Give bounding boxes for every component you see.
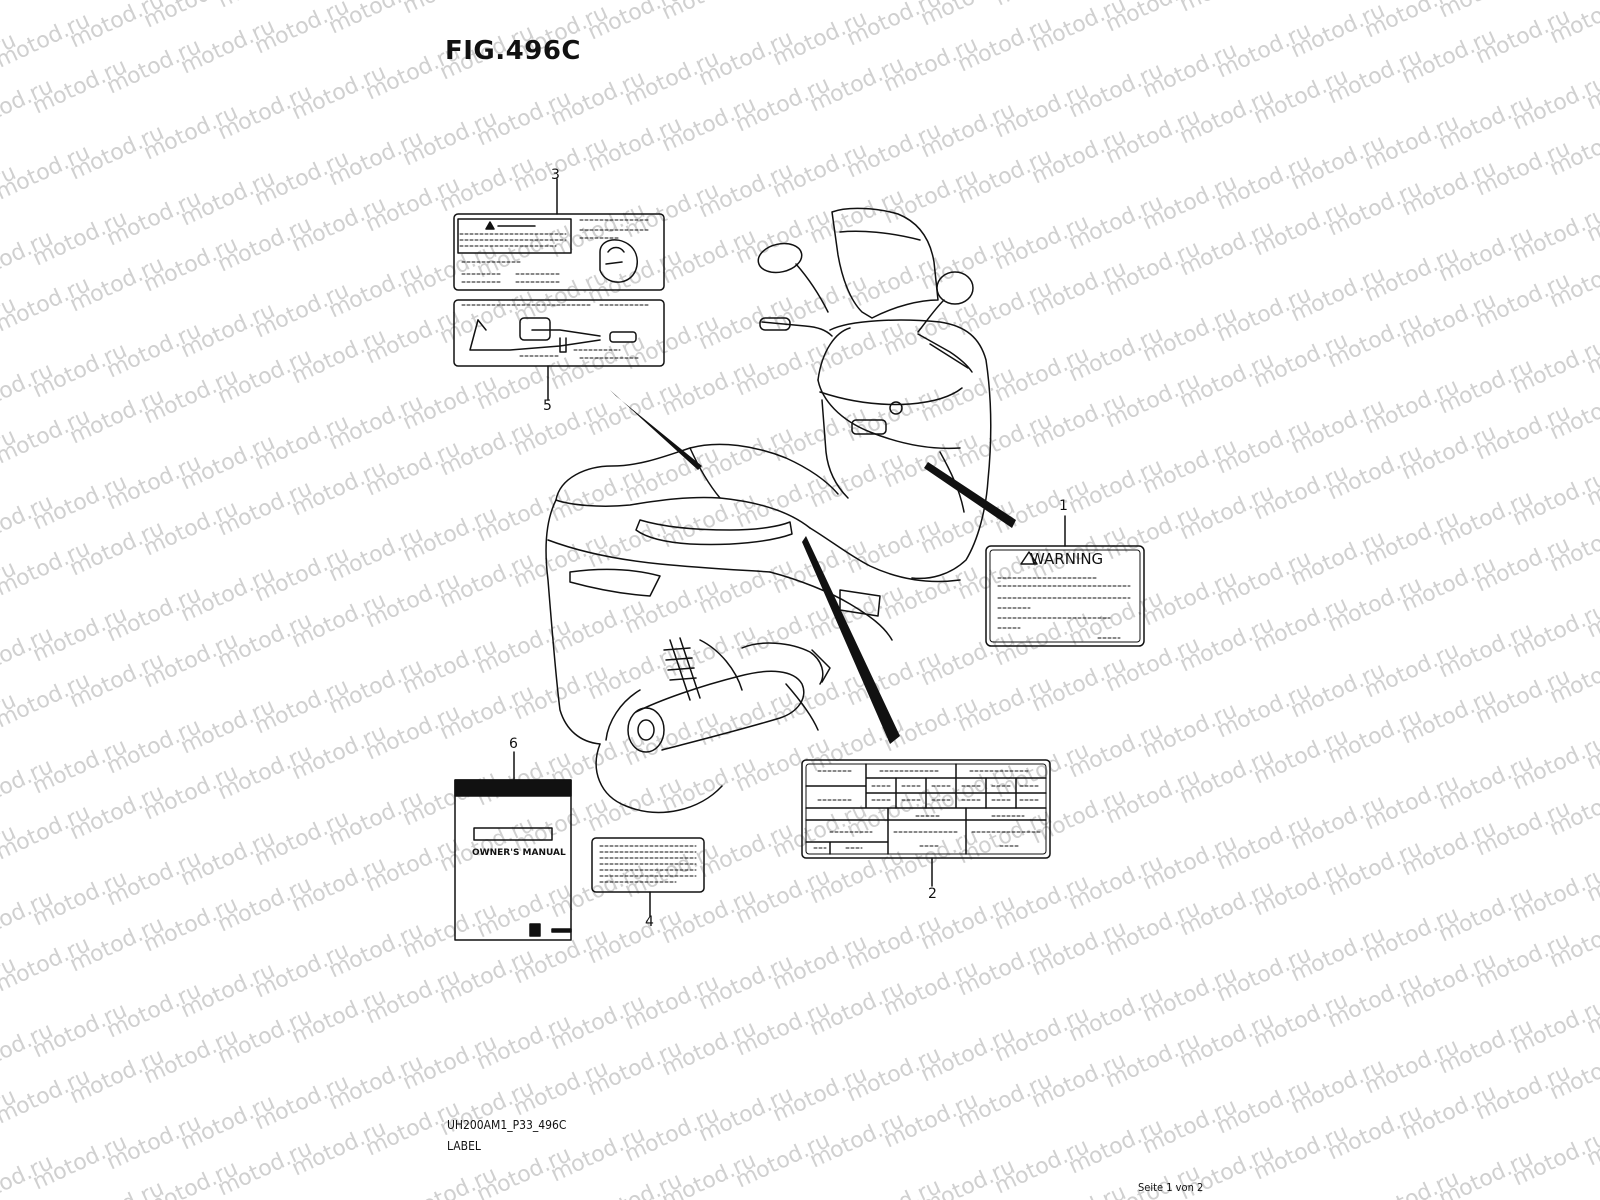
label-3-drawing [453,213,665,291]
owners-manual-text: OWNER'S MANUAL [472,848,566,858]
figure-code: UH200AM1_P33_496C [447,1118,567,1132]
figure-caption: LABEL [447,1139,481,1153]
figure-title: FIG.496C [445,36,582,66]
callout-6: 6 [509,736,518,752]
label-4-drawing [591,837,705,893]
callout-5: 5 [543,398,552,414]
label-2-drawing [801,759,1051,859]
label-5-drawing [453,299,665,367]
owners-manual-drawing [454,779,572,941]
callout-3: 3 [551,167,560,183]
warning-label-text: WARNING [1030,550,1104,568]
page-indicator: Seite 1 von 2 [1138,1181,1204,1194]
callout-2: 2 [928,886,937,902]
callout-1: 1 [1059,498,1068,514]
scooter-drawing [545,207,992,814]
callout-4: 4 [645,914,654,930]
